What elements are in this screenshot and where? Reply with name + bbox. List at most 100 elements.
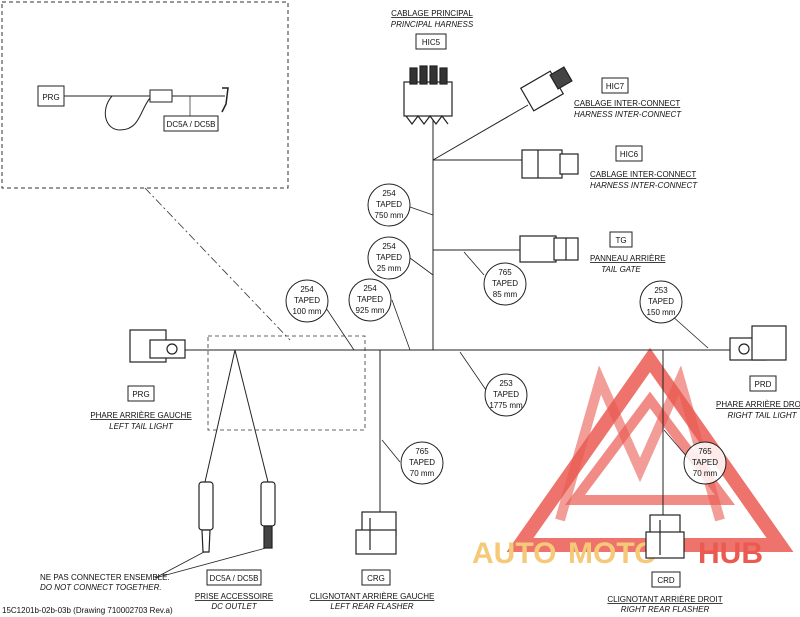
crd-fr: CLIGNOTANT ARRIÈRE DROIT	[607, 595, 722, 604]
prg-en: LEFT TAIL LIGHT	[109, 422, 174, 431]
hic7-fr: CABLAGE INTER-CONNECT	[574, 99, 680, 108]
prg-fr: PHARE ARRIÈRE GAUCHE	[90, 411, 191, 420]
svg-text:TAPED: TAPED	[692, 458, 718, 467]
crd-connector-icon	[645, 514, 685, 559]
prd-code: PRD	[755, 380, 772, 389]
svg-text:TAPED: TAPED	[376, 200, 402, 209]
prg-code: PRG	[132, 390, 149, 399]
inset-fuse-icon	[149, 89, 173, 103]
crg-connector-icon	[355, 511, 397, 555]
tg-fr: PANNEAU ARRIÈRE	[590, 254, 665, 263]
tape-callout-8: 765 TAPED 70 mm	[683, 441, 727, 485]
prg-connector-icon	[129, 329, 186, 363]
dc-fr: PRISE ACCESSOIRE	[195, 592, 273, 601]
svg-text:765: 765	[698, 447, 712, 456]
prg-code-box	[127, 385, 155, 402]
watermark-triangle-inner	[565, 391, 735, 505]
hic6-code-box	[615, 145, 643, 162]
svg-text:70 mm: 70 mm	[410, 469, 435, 478]
crd-code-box	[651, 571, 681, 588]
crd-code: CRD	[657, 576, 675, 585]
hic5-connector-icon	[403, 65, 453, 125]
svg-text:100 mm: 100 mm	[293, 307, 322, 316]
svg-text:765: 765	[415, 447, 429, 456]
hic6-en: HARNESS INTER-CONNECT	[590, 181, 698, 190]
crg-code-box	[361, 569, 391, 586]
svg-text:TAPED: TAPED	[492, 279, 518, 288]
tg-code: TG	[615, 236, 626, 245]
tape-callout-1: 254 TAPED 25 mm	[367, 236, 411, 280]
svg-text:70 mm: 70 mm	[693, 469, 718, 478]
note-en: DO NOT CONNECT TOGETHER.	[40, 583, 162, 592]
tape-callout-4: 254 TAPED 925 mm	[348, 278, 392, 322]
prd-en: RIGHT TAIL LIGHT	[727, 411, 797, 420]
svg-text:TAPED: TAPED	[648, 297, 674, 306]
inset-terminal-icon	[221, 87, 229, 113]
note-leader-1	[154, 551, 205, 579]
svg-text:TAPED: TAPED	[294, 296, 320, 305]
svg-text:TAPED: TAPED	[409, 458, 435, 467]
watermark-auto: AUTO	[472, 537, 556, 570]
svg-text:253: 253	[654, 286, 668, 295]
hic6-code: HIC6	[620, 150, 639, 159]
tape-callout-7: 765 TAPED 70 mm	[400, 441, 444, 485]
harness-wires	[185, 104, 730, 515]
note-leader-2	[154, 547, 267, 579]
tape-callout-2: 765 TAPED 85 mm	[483, 262, 527, 306]
svg-text:254: 254	[300, 285, 314, 294]
svg-text:25 mm: 25 mm	[377, 264, 402, 273]
watermark-m-stroke	[555, 365, 725, 522]
dc-code: DC5A / DC5B	[210, 574, 259, 583]
svg-text:254: 254	[363, 284, 377, 293]
svg-text:TAPED: TAPED	[493, 390, 519, 399]
inset-prg-label: PRG	[42, 93, 59, 102]
inset-dc5-label: DC5A / DC5B	[167, 120, 216, 129]
dc-en: DC OUTLET	[211, 602, 257, 611]
tg-en: TAIL GATE	[601, 265, 641, 274]
watermark-moto: MOTO	[568, 537, 657, 570]
inset-wire-loop	[104, 95, 151, 131]
svg-text:1775 mm: 1775 mm	[489, 401, 523, 410]
tape-callout-0: 254 TAPED 750 mm	[367, 183, 411, 227]
inset-detail: PRG DC5A / DC5B	[1, 1, 289, 189]
hic6-connector-icon	[521, 149, 579, 179]
crg-fr: CLIGNOTANT ARRIÈRE GAUCHE	[310, 592, 435, 601]
svg-text:925 mm: 925 mm	[356, 306, 385, 315]
hic7-en: HARNESS INTER-CONNECT	[574, 110, 682, 119]
svg-text:150 mm: 150 mm	[647, 308, 676, 317]
svg-text:85 mm: 85 mm	[493, 290, 518, 299]
svg-text:765: 765	[498, 268, 512, 277]
svg-text:254: 254	[382, 242, 396, 251]
crg-code: CRG	[367, 574, 385, 583]
svg-text:TAPED: TAPED	[357, 295, 383, 304]
hic5-fr: CABLAGE PRINCIPAL	[391, 9, 473, 18]
hic5-code: HIC5	[422, 38, 441, 47]
prd-code-box	[749, 375, 777, 392]
dc-code-box	[206, 569, 262, 586]
watermark-hub: HUB	[698, 537, 763, 570]
inset-callout-line	[144, 187, 291, 341]
crd-en: RIGHT REAR FLASHER	[621, 605, 710, 614]
tape-callout-3: 254 TAPED 100 mm	[285, 279, 329, 323]
tape-callout-6: 253 TAPED 1775 mm	[484, 373, 528, 417]
dc-outlet-pins-icon	[198, 481, 276, 553]
svg-text:254: 254	[382, 189, 396, 198]
hic6-fr: CABLAGE INTER-CONNECT	[590, 170, 696, 179]
hic7-code-box	[601, 77, 629, 94]
hic7-code: HIC7	[606, 82, 625, 91]
tg-connector-icon	[519, 235, 579, 263]
svg-text:TAPED: TAPED	[376, 253, 402, 262]
tape-callout-5: 253 TAPED 150 mm	[639, 280, 683, 324]
hic5-code-box	[415, 33, 447, 50]
hic7-connector-icon	[519, 66, 573, 112]
svg-text:750 mm: 750 mm	[375, 211, 404, 220]
inset-dc5-box	[163, 115, 219, 132]
dc-junction-dashed-box	[207, 335, 366, 431]
note-fr: NE PAS CONNECTER ENSEMBLE.	[40, 573, 170, 582]
prd-connector-icon	[729, 325, 787, 361]
drawing-reference: 15C1201b-02b-03b (Drawing 710002703 Rev.…	[2, 606, 173, 615]
prd-fr: PHARE ARRIÈRE DROIT	[716, 400, 800, 409]
inset-frame	[1, 1, 289, 189]
hic5-en: PRINCIPAL HARNESS	[391, 20, 474, 29]
